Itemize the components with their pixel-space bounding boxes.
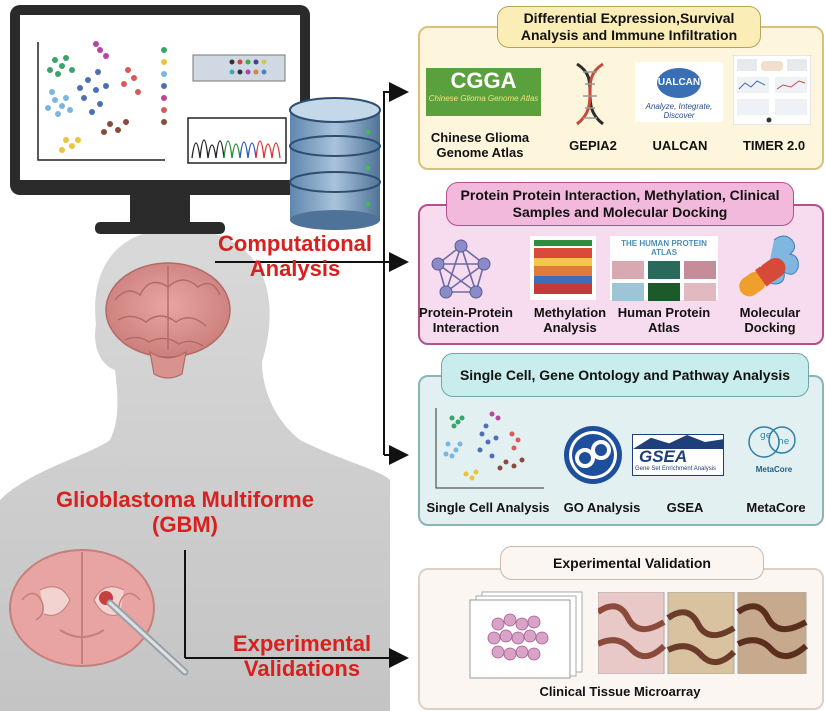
capsule-icon <box>739 235 799 297</box>
gbm-label: Glioblastoma Multiforme (GBM) <box>56 487 314 537</box>
gsea-logo-text: GSEA <box>639 447 688 466</box>
tool-label-cgga: Chinese Glioma Genome Atlas <box>430 130 530 160</box>
microarray-images <box>598 592 808 674</box>
network-icon <box>431 239 491 299</box>
svg-text:ge: ge <box>760 431 772 441</box>
panel-2-title: Protein Protein Interaction, Methylation… <box>446 182 794 226</box>
go-logo-icon <box>564 426 622 484</box>
panel-3-title: Single Cell, Gene Ontology and Pathway A… <box>441 353 809 397</box>
cgga-logo-sub: Chinese Glioma Genome Atlas <box>428 94 539 103</box>
brain-section-icon <box>9 549 189 676</box>
metacore-circles-icon: ge ne <box>748 426 796 458</box>
metacore-logo: ge ne MetaCore <box>744 424 804 476</box>
methylation-heatmap-thumbnail <box>530 236 596 300</box>
hpa-logo-text: THE HUMAN PROTEIN ATLAS <box>621 239 707 257</box>
timer-thumbnail <box>733 55 811 125</box>
computational-analysis-label: Computational Analysis <box>218 231 372 281</box>
ualcan-logo-text: UALCAN <box>657 68 701 98</box>
database-icon <box>289 97 381 230</box>
tool-label-tissue-microarray: Clinical Tissue Microarray <box>539 684 701 699</box>
gsea-logo-sub: Gene Set Enrichment Analysis <box>635 466 717 472</box>
tissue-slides-icon <box>469 591 583 679</box>
panel-1-title: Differential Expression,Survival Analysi… <box>497 6 761 48</box>
brain-icon <box>105 262 231 379</box>
tool-label-ppi: Protein-Protein Interaction <box>419 305 513 335</box>
svg-text:ne: ne <box>778 437 790 447</box>
tool-label-hpa: Human Protein Atlas <box>617 305 711 335</box>
ualcan-logo-sub: Analyze, Integrate, Discover <box>645 102 713 120</box>
monitor-icon <box>10 5 310 234</box>
hpa-thumbnail: THE HUMAN PROTEIN ATLAS <box>610 236 718 301</box>
tool-label-go: GO Analysis <box>563 500 641 515</box>
hpa-images-icon <box>612 261 716 301</box>
single-cell-scatter-thumbnail <box>435 408 544 489</box>
tool-label-single-cell: Single Cell Analysis <box>426 500 550 515</box>
panel-4-title: Experimental Validation <box>500 546 764 580</box>
tool-label-ualcan: UALCAN <box>652 138 708 153</box>
tool-label-gepia2: GEPIA2 <box>569 138 617 153</box>
cgga-logo: CGGA Chinese Glioma Genome Atlas <box>426 68 541 116</box>
tool-label-metacore: MetaCore <box>746 500 806 515</box>
tool-label-timer: TIMER 2.0 <box>742 138 806 153</box>
dna-icon <box>576 62 604 126</box>
tool-label-methylation: Methylation Analysis <box>533 305 607 335</box>
gsea-logo: GSEA Gene Set Enrichment Analysis <box>632 434 724 476</box>
tool-label-gsea: GSEA <box>666 500 704 515</box>
cgga-logo-text: CGGA <box>450 68 517 93</box>
experimental-validations-label: Experimental Validations <box>232 631 372 681</box>
tool-label-docking: Molecular Docking <box>739 305 801 335</box>
ualcan-logo: UALCAN Analyze, Integrate, Discover <box>635 62 723 122</box>
metacore-logo-text: MetaCore <box>755 465 793 474</box>
